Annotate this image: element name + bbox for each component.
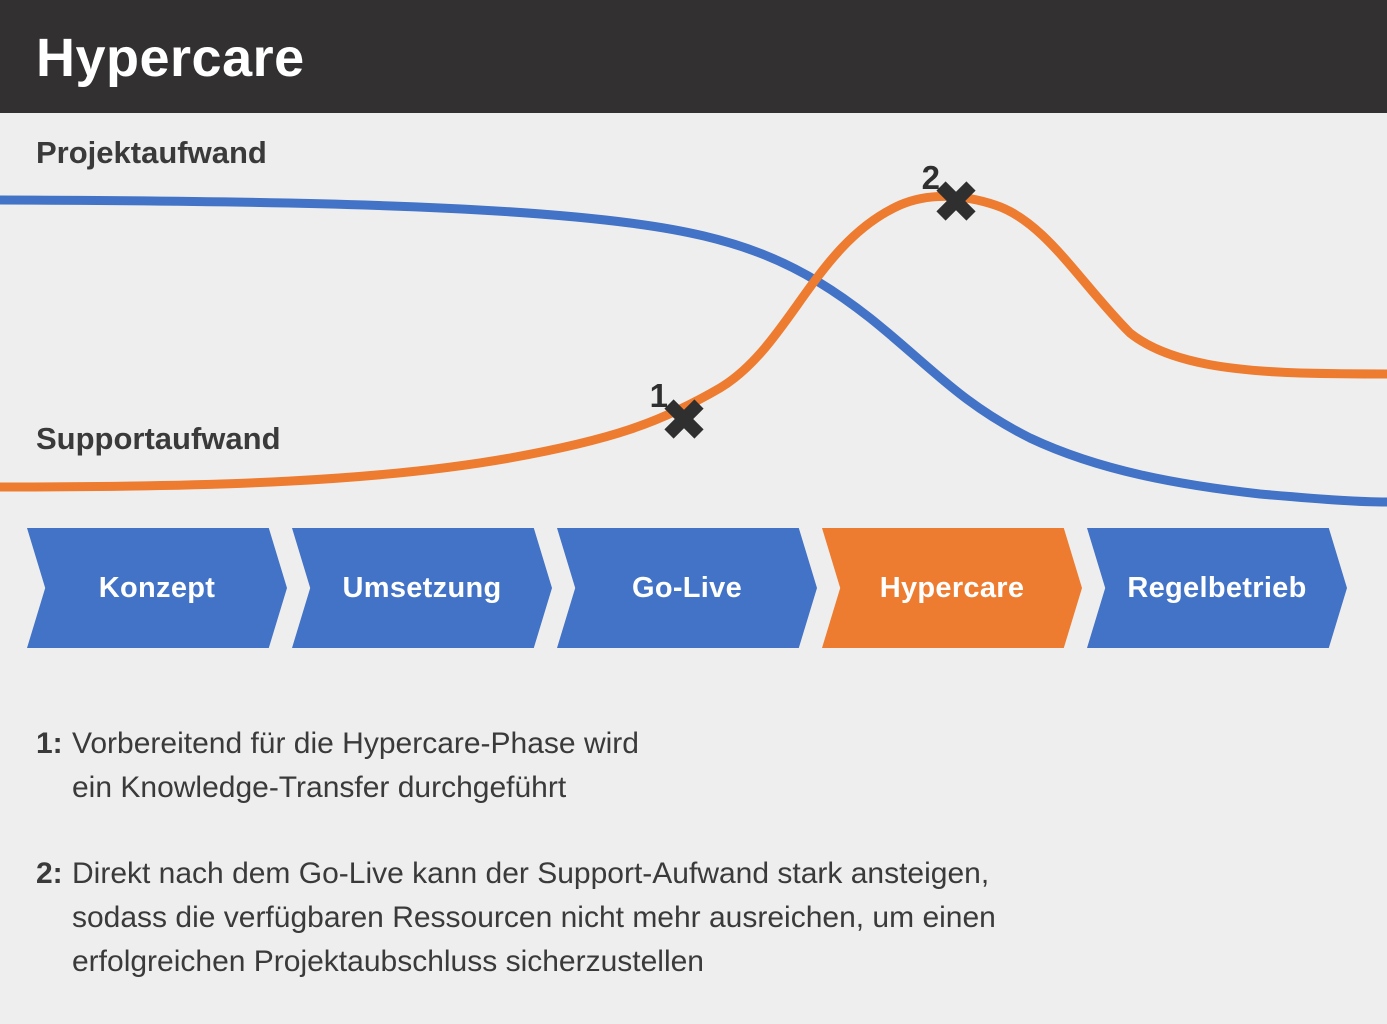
phase-chevron-konzept: Konzept: [27, 528, 287, 648]
effort-curves-svg: 1 2: [0, 159, 1387, 507]
phase-chevron-hypercare: Hypercare: [822, 528, 1082, 648]
annotation-1-text: Vorbereitend für die Hypercare-Phase wir…: [72, 727, 639, 804]
phase-label: Regelbetrieb: [1127, 571, 1307, 604]
marker-1: 1: [650, 377, 704, 439]
effort-chart: Projektaufwand Supportaufwand 1 2: [0, 113, 1387, 527]
annotation-1-number: 1:: [36, 727, 63, 760]
phase-label: Go-Live: [631, 571, 743, 604]
phase-label: Hypercare: [879, 571, 1025, 604]
marker-2-number: 2: [922, 159, 940, 196]
page-title: Hypercare: [36, 28, 305, 88]
supportaufwand-curve: [0, 191, 1387, 492]
phase-chevron-go-live: Go-Live: [557, 528, 817, 648]
phase-chevron-regelbetrieb: Regelbetrieb: [1087, 528, 1347, 648]
supportaufwand-label: Supportaufwand: [36, 421, 281, 456]
annotation-2-number: 2:: [36, 857, 63, 890]
marker-1-number: 1: [650, 377, 668, 414]
phase-chevron-umsetzung: Umsetzung: [292, 528, 552, 648]
phase-label: Konzept: [98, 571, 216, 604]
projektaufwand-label: Projektaufwand: [36, 135, 267, 170]
phase-label: Umsetzung: [342, 571, 502, 604]
title-bar: Hypercare: [0, 0, 1387, 113]
annotation-2-text: Direkt nach dem Go-Live kann der Support…: [72, 857, 996, 978]
phase-bar: Konzept Umsetzung Go-Live Hypercare Rege…: [27, 528, 1347, 648]
annotations: 1: Vorbereitend für die Hypercare-Phase …: [36, 722, 1216, 984]
annotation-2: 2: Direkt nach dem Go-Live kann der Supp…: [36, 852, 1216, 984]
projektaufwand-curve: [0, 195, 1387, 507]
annotation-1: 1: Vorbereitend für die Hypercare-Phase …: [36, 722, 1216, 810]
marker-2: 2: [922, 159, 976, 221]
